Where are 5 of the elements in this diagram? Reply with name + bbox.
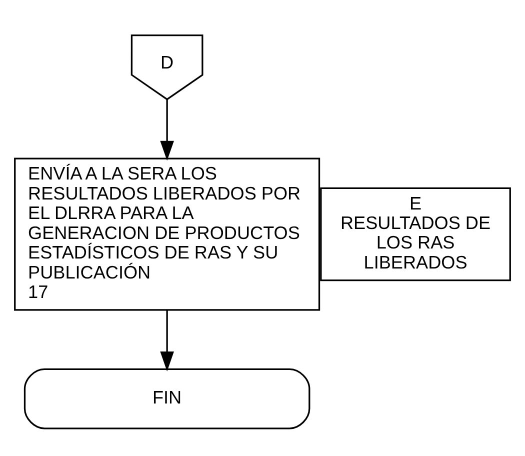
arrow [160, 98, 174, 160]
node-box: ENVÍA A LA SERA LOS RESULTADOS LIBERADOS POR EL DLRRA PARA LA GENERACION DE PRODUCTOS ESTADÍSTICOS DE RAS Y SU PUBLICACIÓN 17 [14, 157, 320, 310]
arrow [160, 310, 174, 371]
node-box: FIN [24, 368, 310, 429]
node-box: E RESULTADOS DE LOS RAS LIBERADOS [320, 186, 511, 281]
